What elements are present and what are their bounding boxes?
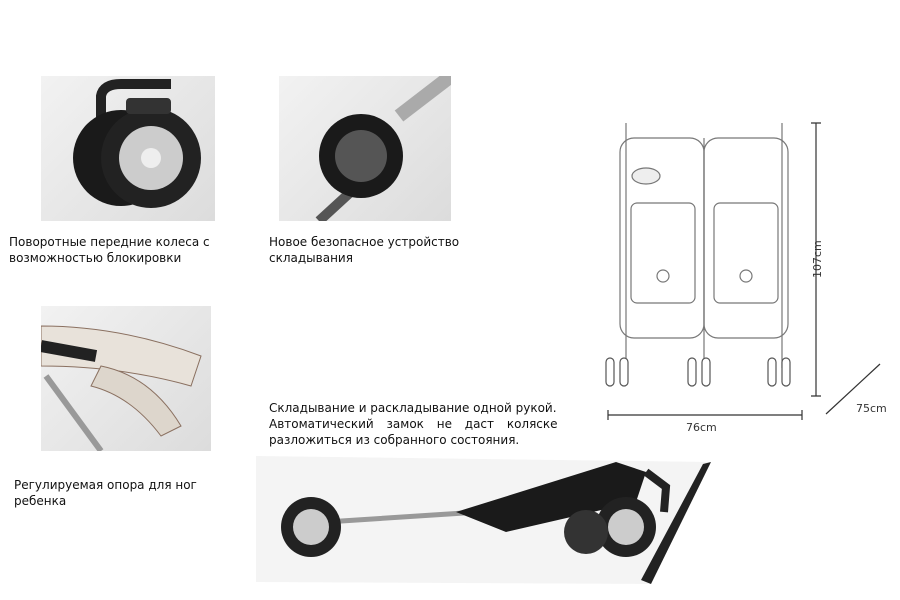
feature-caption-one-hand-fold: Складывание и раскладывание одной рукой.… <box>269 400 567 448</box>
caption-line: разложиться из собранного состояния. <box>269 433 520 447</box>
footrest-photo <box>39 306 211 453</box>
width-dimension-label: 76cm <box>686 421 717 434</box>
caption-line: складывания <box>269 251 353 265</box>
caption-line: Новое безопасное устройство <box>269 235 460 249</box>
feature-caption-footrest: Регулируемая опора для ног ребенка <box>14 477 197 509</box>
caption-line: Складывание и раскладывание одной рукой. <box>269 401 557 415</box>
folded-stroller-photo <box>256 452 716 584</box>
caption-line: Регулируемая опора для ног <box>14 478 197 492</box>
caption-line: Автоматический замок не даст коляске <box>269 417 558 431</box>
caption-line: возможностью блокировки <box>9 251 182 265</box>
feature-caption-folding-safety: Новое безопасное устройство складывания <box>269 234 459 266</box>
caption-line: ребенка <box>14 494 67 508</box>
folding-mechanism-photo <box>279 70 456 225</box>
feature-caption-swivel-wheels: Поворотные передние колеса с возможность… <box>9 234 210 266</box>
swivel-wheels-photo <box>41 76 215 221</box>
height-dimension-label: 107cm <box>811 240 824 278</box>
stroller-dimensions-diagram: 76cm 107cm 75cm <box>598 118 898 438</box>
caption-line: Поворотные передние колеса с <box>9 235 210 249</box>
depth-dimension-label: 75cm <box>856 402 887 415</box>
